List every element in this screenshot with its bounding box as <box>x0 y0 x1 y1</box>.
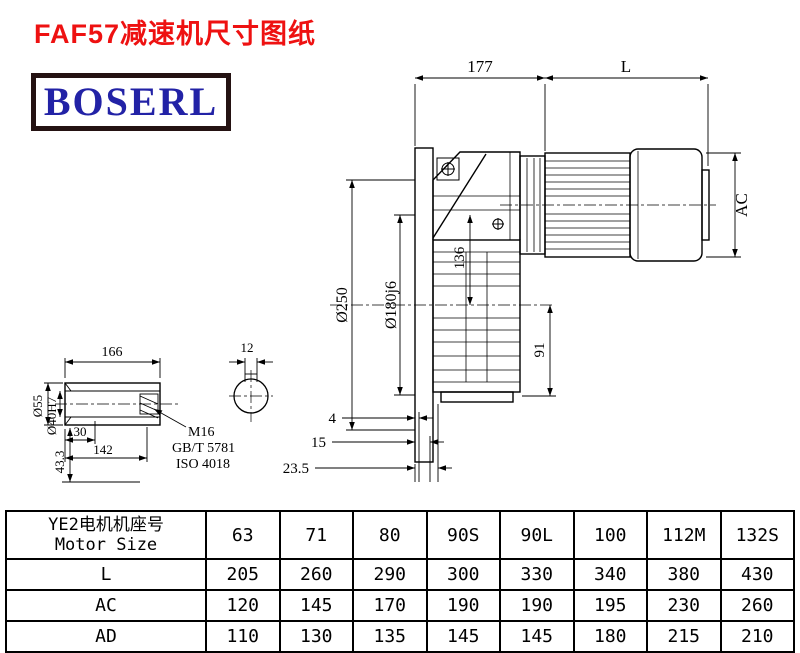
value-cell: 260 <box>278 558 354 591</box>
value-cell: 230 <box>646 589 722 622</box>
dia-250-label: Ø250 <box>334 287 351 323</box>
logo-text: BOSERL <box>43 79 219 124</box>
dim-43-3-label: 43.3 <box>52 451 67 474</box>
dim-177-label: 177 <box>467 57 493 76</box>
shaft-detail-view <box>44 358 187 483</box>
value-cell: 215 <box>646 620 722 653</box>
dim-AC-label: AC <box>732 193 751 217</box>
value-cell: 195 <box>572 589 648 622</box>
motor-dimension-table: YE2电机机座号 Motor Size 63 71 80 90S 90L 100… <box>5 510 795 653</box>
note-iso-label: ISO 4018 <box>176 457 230 472</box>
motor-size-cell: 112M <box>646 510 722 560</box>
motor-size-header-en: Motor Size <box>54 535 158 555</box>
value-cell: 180 <box>572 620 648 653</box>
page-title: FAF57减速机尺寸图纸 <box>34 19 317 49</box>
motor-size-header-cell: YE2电机机座号 Motor Size <box>5 510 207 560</box>
motor-size-cell: 90L <box>499 510 575 560</box>
value-cell: 260 <box>719 589 795 622</box>
value-cell: 340 <box>572 558 648 591</box>
dim-12-label: 12 <box>241 340 254 355</box>
motor-size-cell: 132S <box>719 510 795 560</box>
dia-180-label: Ø180j6 <box>383 281 400 329</box>
dim-142-label: 142 <box>93 442 113 457</box>
dim-91-label: 91 <box>532 343 548 358</box>
motor-size-cell: 71 <box>278 510 354 560</box>
dim-15-label: 15 <box>311 435 326 451</box>
motor-size-cell: 100 <box>572 510 648 560</box>
value-cell: 205 <box>205 558 281 591</box>
value-cell: 430 <box>719 558 795 591</box>
keyway-section-view <box>229 358 273 414</box>
value-cell: 145 <box>278 589 354 622</box>
row-label-AD: AD <box>5 620 207 653</box>
value-cell: 130 <box>278 620 354 653</box>
note-m16-label: M16 <box>188 425 214 440</box>
centerlines <box>55 204 716 422</box>
motor-size-header-cn: YE2电机机座号 <box>48 514 164 535</box>
dim-30-label: 30 <box>74 424 87 439</box>
dim-L-label: L <box>621 57 631 76</box>
value-cell: 330 <box>499 558 575 591</box>
main-view-details <box>433 151 639 383</box>
logo-box: BOSERL <box>31 73 231 131</box>
dim-4-label: 4 <box>329 411 337 427</box>
row-label-L: L <box>5 558 207 591</box>
dimension-lines <box>315 75 741 482</box>
value-cell: 190 <box>499 589 575 622</box>
value-cell: 210 <box>719 620 795 653</box>
dim-166-label: 166 <box>102 345 123 360</box>
dia-55-label: Ø55 <box>30 395 45 417</box>
motor-size-cell: 63 <box>205 510 281 560</box>
note-gb-label: GB/T 5781 <box>172 441 235 456</box>
value-cell: 170 <box>352 589 428 622</box>
value-cell: 290 <box>352 558 428 591</box>
value-cell: 135 <box>352 620 428 653</box>
row-label-AC: AC <box>5 589 207 622</box>
motor-size-cell: 80 <box>352 510 428 560</box>
motor-size-cell: 90S <box>425 510 501 560</box>
value-cell: 190 <box>425 589 501 622</box>
value-cell: 145 <box>499 620 575 653</box>
value-cell: 110 <box>205 620 281 653</box>
value-cell: 145 <box>425 620 501 653</box>
dimension-labels: 177 L AC Ø250 Ø180j6 136 91 4 15 23.5 16… <box>30 57 751 477</box>
value-cell: 300 <box>425 558 501 591</box>
value-cell: 380 <box>646 558 722 591</box>
dim-136-label: 136 <box>452 246 468 269</box>
dim-23-5-label: 23.5 <box>283 461 309 477</box>
dia-40-label: Ø40H7 <box>44 396 59 435</box>
eyebolt-marks <box>436 157 504 230</box>
value-cell: 120 <box>205 589 281 622</box>
